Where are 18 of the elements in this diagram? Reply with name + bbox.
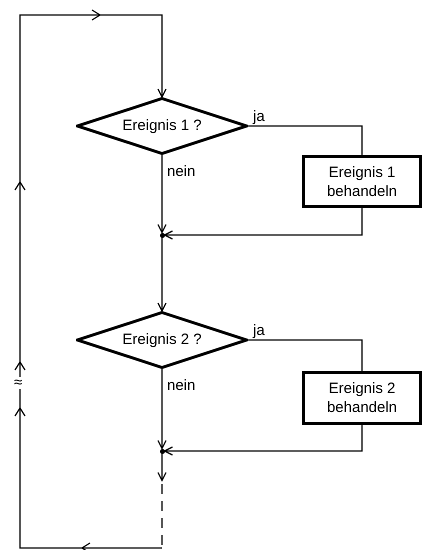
connector-line (248, 339, 363, 371)
edge-label: ja (252, 322, 266, 339)
break-mark: ≈ (14, 377, 22, 389)
arrow (157, 155, 167, 234)
process-label: Ereignis 1 behandeln (326, 162, 398, 200)
edge-label: ja (252, 108, 266, 125)
arrow (164, 425, 363, 456)
decision-label: Ereignis 1 ? (122, 117, 202, 135)
loop-arrow (14, 9, 167, 550)
process-box (302, 371, 422, 425)
process-label: Ereignis 2 behandeln (326, 379, 398, 417)
arrow (157, 454, 167, 482)
arrow (157, 369, 167, 450)
process-box (302, 155, 422, 208)
decision-label: Ereignis 2 ? (122, 331, 202, 349)
arrow (164, 208, 363, 240)
arrow (157, 238, 167, 312)
connector-line (248, 125, 363, 155)
